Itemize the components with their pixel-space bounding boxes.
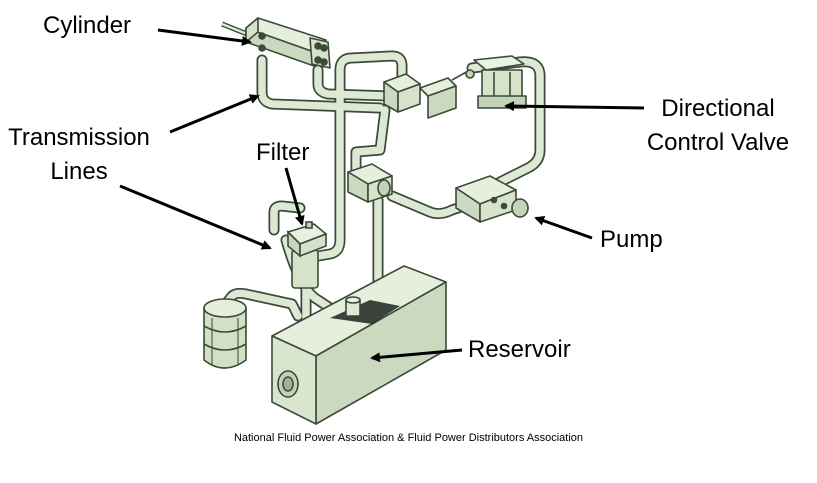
pressure-relief-valve-unit [347, 163, 393, 203]
transmission-lines-label: Transmission Lines [0, 121, 158, 189]
directional-control-valve-label-line-1: Directional [661, 95, 775, 122]
filter-label: Filter [256, 139, 310, 166]
pump-unit [455, 175, 529, 223]
transmission-lines-label-line-2: Lines [50, 158, 108, 185]
reservoir-label: Reservoir [468, 336, 571, 363]
directional-control-valve-arrow [504, 101, 645, 112]
oil-drum [203, 298, 247, 369]
cylinder-arrow [157, 28, 252, 46]
reservoir-tank [271, 265, 447, 425]
transmission-lines-label-line-1: Transmission [8, 124, 150, 151]
pump-arrow [534, 215, 593, 240]
transmission-lines-arrow-lower [119, 184, 272, 250]
directional-control-valve-unit [383, 55, 527, 119]
filter-arrow [284, 167, 305, 226]
image-credit: National Fluid Power Association & Fluid… [233, 432, 584, 444]
cylinder-unit [221, 17, 331, 69]
cylinder-label: Cylinder [43, 12, 132, 39]
label-arrows [119, 28, 645, 363]
filter-unit [286, 221, 328, 289]
transmission-lines-arrow-upper [169, 94, 260, 134]
transmission-lines [218, 50, 546, 324]
directional-control-valve-label: Directional Control Valve [632, 92, 804, 160]
pump-label: Pump [600, 226, 663, 253]
directional-control-valve-label-line-2: Control Valve [646, 129, 790, 156]
reservoir-arrow [370, 348, 463, 363]
